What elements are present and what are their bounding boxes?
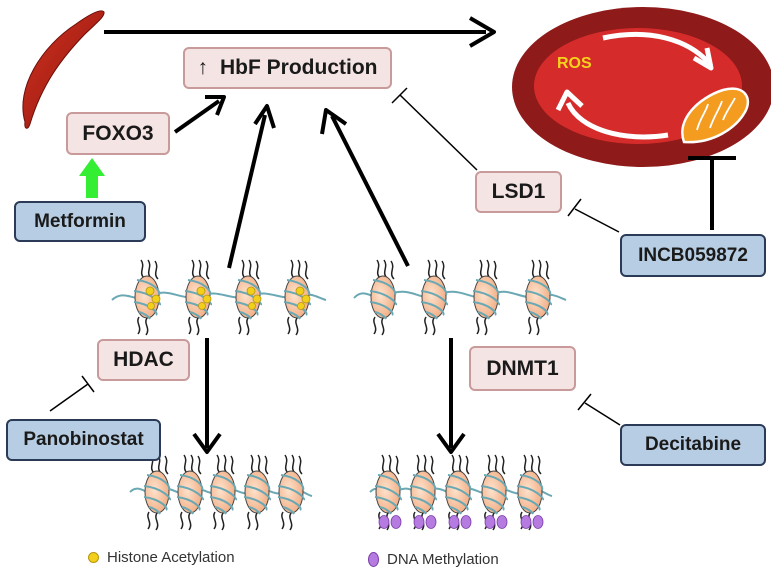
up-arrow-icon: ↑ — [197, 56, 209, 79]
dnmt1-label: DNMT1 — [486, 356, 559, 380]
dnmt1-down-arrow-head — [436, 432, 466, 454]
lsd1-to-hbf-inhibitor — [399, 94, 478, 171]
lsd1-to-hbf-inhibitor-bar — [391, 87, 408, 104]
acetylation-marker-icon — [88, 552, 99, 563]
decitabine-box: Decitabine — [620, 424, 766, 466]
foxo3-to-hbf-arrow-head — [205, 95, 226, 116]
red-blood-cell-icon — [512, 7, 771, 167]
hdac-label: HDAC — [113, 348, 174, 371]
panobinostat-to-hdac-inhibitor-bar — [81, 375, 95, 393]
metformin-activation-arrow — [79, 158, 105, 198]
top-arrow-head — [468, 16, 496, 48]
foxo3-box: FOXO3 — [66, 112, 170, 155]
decitabine-label: Decitabine — [644, 434, 742, 455]
acetylated-chromatin-to-hbf-arrow-head — [253, 104, 276, 129]
open-chromatin-to-hbf-arrow-head — [320, 108, 348, 135]
mitochondria-icon — [681, 87, 750, 144]
open-chromatin — [353, 259, 567, 336]
sickle-cell-icon — [22, 10, 105, 129]
open-chromatin-to-hbf-arrow — [330, 115, 410, 267]
acetylated-chromatin-to-hbf-arrow — [227, 114, 267, 269]
ros-label: ROS — [557, 55, 592, 72]
hbf-production-label: HbF Production — [220, 56, 378, 79]
incb059872-label: INCB059872 — [638, 244, 748, 266]
methylation-marker-icon — [368, 552, 379, 567]
incb-to-lsd1-inhibitor-bar — [567, 198, 582, 217]
legend-acetylation-label: Histone Acetylation — [107, 549, 235, 566]
metformin-label: Metformin — [34, 210, 126, 232]
foxo3-label: FOXO3 — [82, 121, 154, 145]
panobinostat-to-hdac-inhibitor — [49, 383, 89, 412]
hdac-down-arrow-head — [192, 432, 222, 454]
legend-histone-acetylation: Histone Acetylation — [88, 549, 235, 566]
legend-methylation-label: DNA Methylation — [387, 551, 499, 568]
decitabine-to-dnmt1-inhibitor-bar — [577, 393, 592, 411]
dnmt1-box: DNMT1 — [469, 346, 576, 391]
panobinostat-box: Panobinostat — [6, 419, 161, 461]
methylated-chromatin — [369, 454, 553, 531]
legend-dna-methylation: DNA Methylation — [368, 551, 499, 568]
hdac-box: HDAC — [97, 339, 190, 381]
metformin-box: Metformin — [14, 201, 146, 242]
deacetylated-chromatin — [129, 454, 313, 531]
panobinostat-label: Panobinostat — [23, 429, 144, 450]
decitabine-to-dnmt1-inhibitor — [584, 402, 621, 426]
incb059872-box: INCB059872 — [620, 234, 766, 277]
lsd1-label: LSD1 — [491, 180, 546, 203]
hbf-production-box: ↑ HbF Production — [183, 47, 392, 89]
foxo3-to-hbf-arrow — [173, 99, 221, 134]
acetylated-chromatin — [111, 259, 327, 336]
lsd1-box: LSD1 — [475, 171, 562, 213]
incb-to-lsd1-inhibitor — [574, 208, 620, 233]
